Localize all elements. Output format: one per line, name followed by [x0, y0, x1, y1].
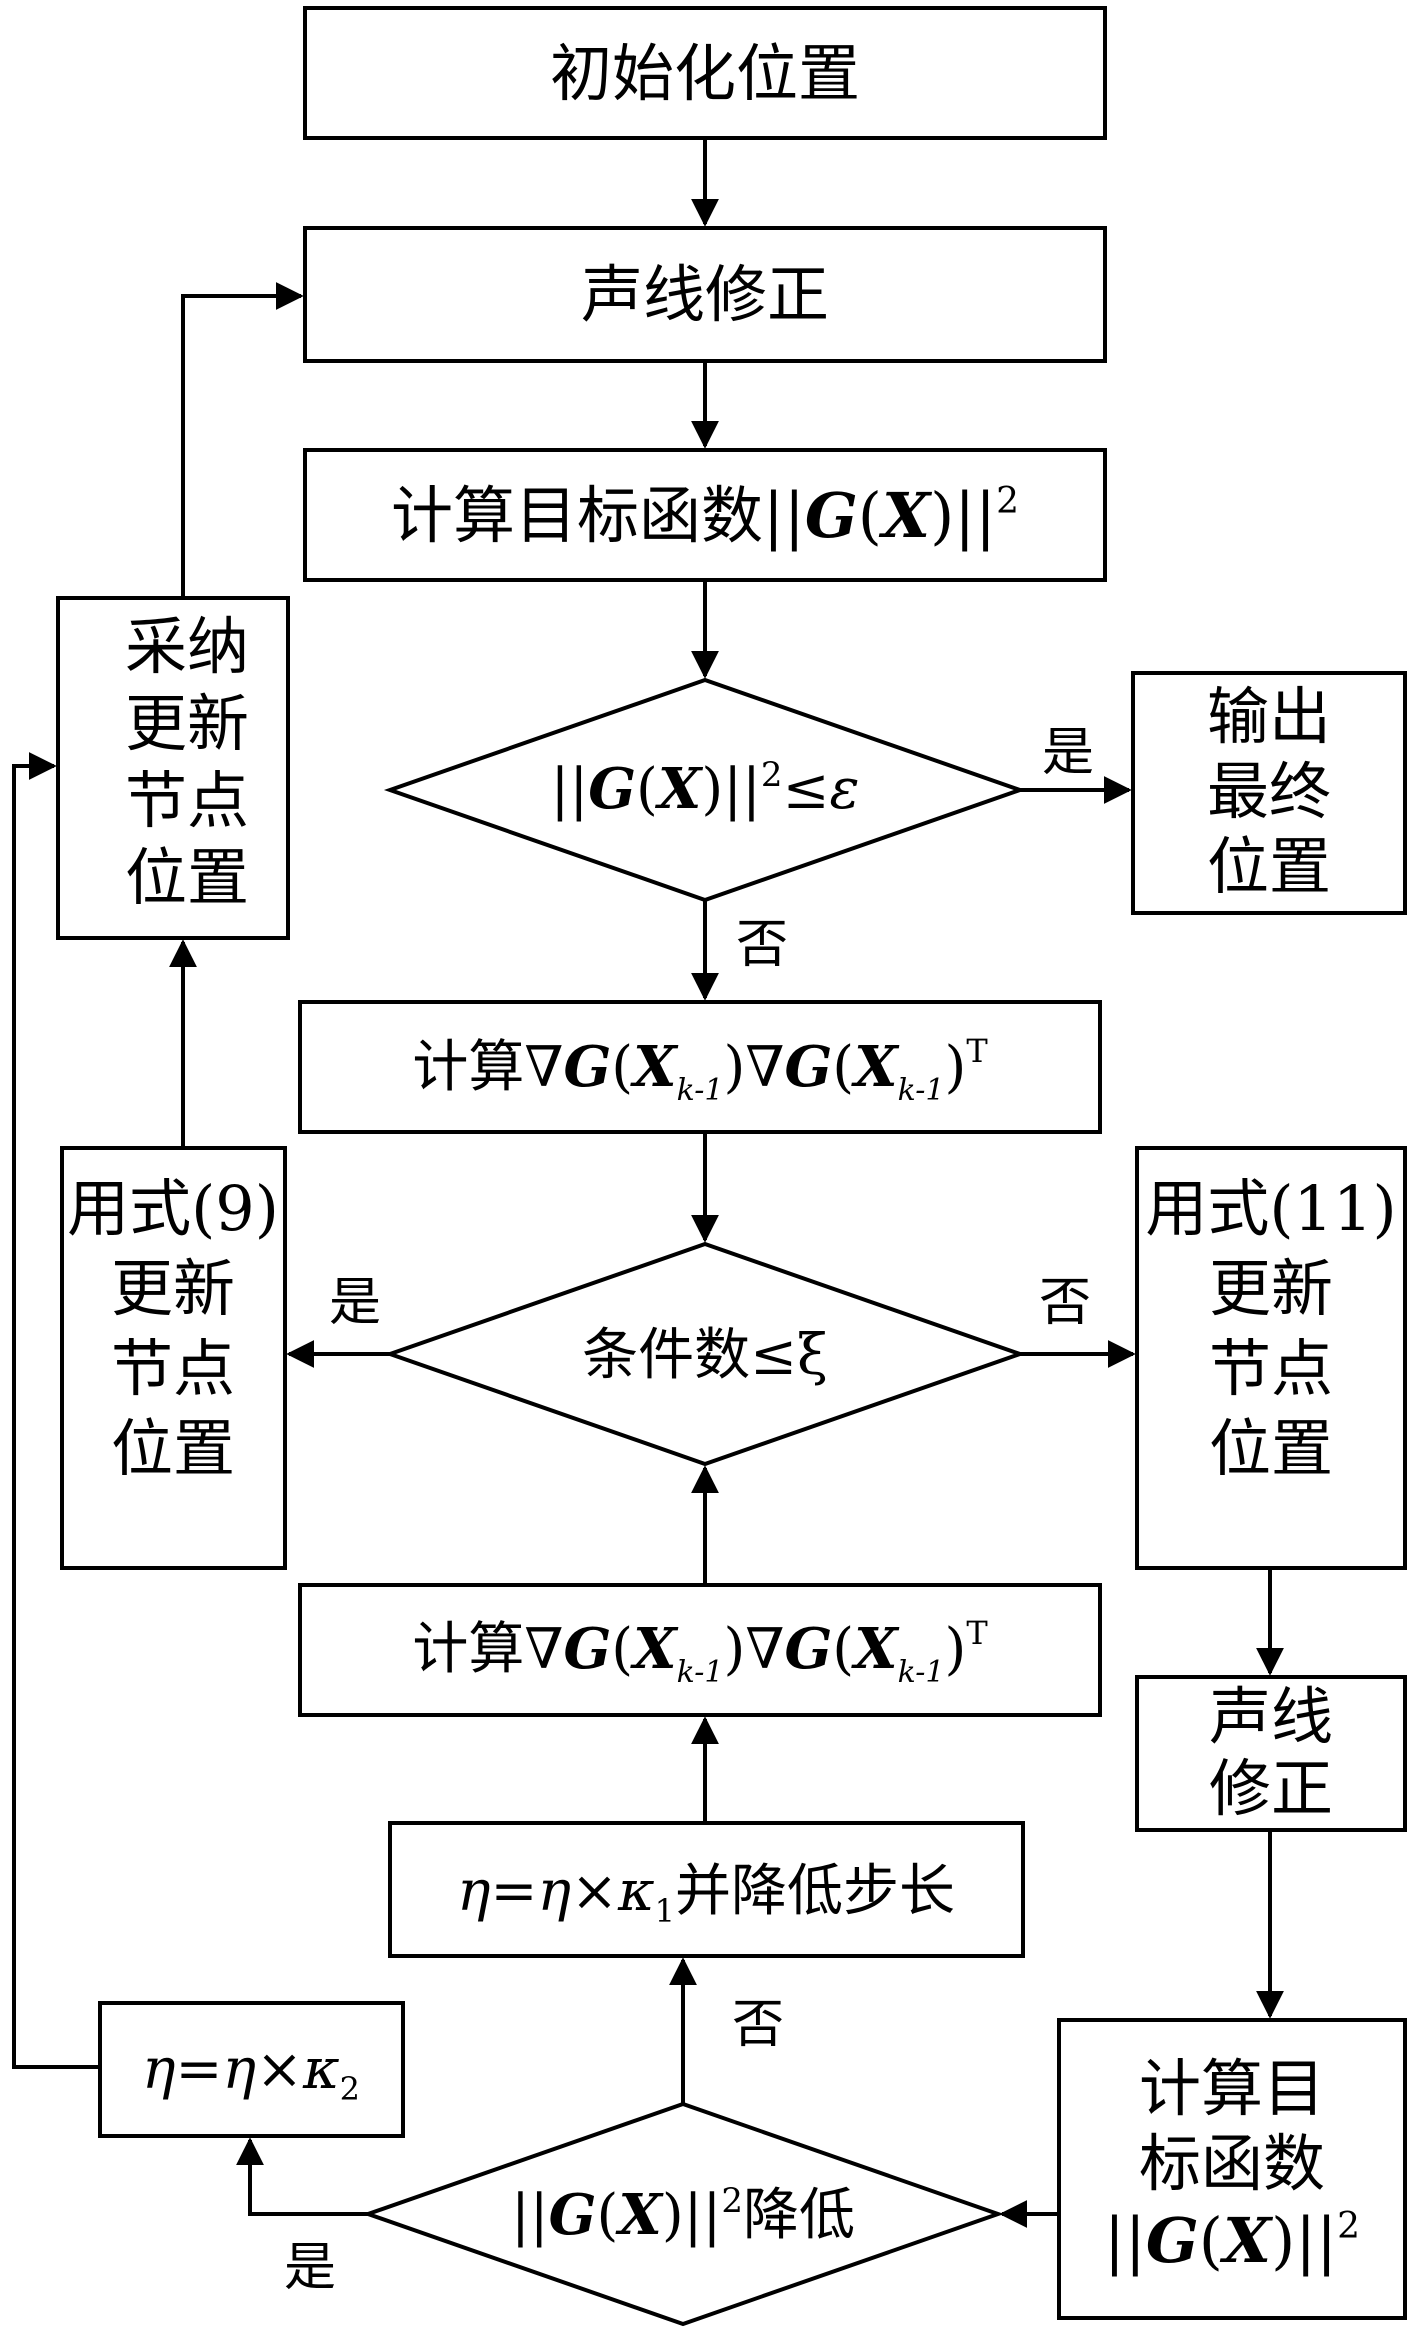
edge-label-yes-check2: 是 [284, 2238, 336, 2298]
ray-correction-label-2b: 修正 [1209, 1752, 1333, 1825]
eq11-box [1135, 1146, 1407, 1570]
objective-box-1 [303, 448, 1107, 582]
objective-label-2a: 计算目 [1139, 2052, 1325, 2125]
eta-kappa2-label: η=η×κ2 [142, 2037, 360, 2108]
check-formula-2: ||G(X)||2降低 [511, 2181, 855, 2248]
gradient-box-1 [298, 1000, 1102, 1134]
gradient-formula-1: 计算∇G(Xk-1)∇G(Xk-1)T [412, 1032, 988, 1108]
output-label-3: 位置 [1207, 830, 1331, 903]
check-decrease-diamond [361, 2101, 1005, 2327]
edge-eta2-to-adopt [12, 752, 100, 2069]
eq11-label-2: 更新 [1209, 1252, 1333, 1325]
ray-correction-box-2 [1135, 1675, 1407, 1832]
objective-label-2b: 标函数 [1139, 2127, 1325, 2200]
output-box [1131, 671, 1407, 915]
eq11-label-1: 用式(11) [1145, 1172, 1396, 1245]
init-label: 初始化位置 [550, 37, 860, 110]
adopt-label-3: 节点 [125, 764, 249, 837]
ray-correction-label-2a: 声线 [1209, 1680, 1333, 1753]
eq11-label-4: 位置 [1209, 1412, 1333, 1485]
condition-label: 条件数≤ξ [582, 1323, 828, 1388]
gradient-box-2 [298, 1583, 1102, 1717]
objective-box-2 [1057, 2018, 1407, 2320]
edge-label-yes-output: 是 [1042, 723, 1094, 783]
objective-formula-2: ||G(X)||2 [1104, 2204, 1360, 2277]
init-box [303, 6, 1107, 140]
edge-check-to-eta2 [236, 2137, 368, 2216]
adopt-label-2: 更新 [125, 687, 249, 760]
eq11-label-3: 节点 [1209, 1332, 1333, 1405]
eq9-label-4: 位置 [111, 1412, 235, 1485]
eta-reduce-step-box [388, 1821, 1025, 1958]
ray-correction-box-1 [303, 226, 1107, 363]
output-label-2: 最终 [1207, 755, 1331, 828]
edge-label-yes-condition: 是 [329, 1273, 381, 1333]
eq9-label-2: 更新 [111, 1252, 235, 1325]
eq9-box [60, 1146, 287, 1570]
output-label-1: 输出 [1207, 680, 1331, 753]
ray-correction-label-1: 声线修正 [581, 258, 829, 331]
adopt-label-1: 采纳 [125, 610, 249, 683]
adopt-label-4: 位置 [125, 841, 249, 914]
eta-reduce-step-label: η=η×κ1并降低步长 [457, 1859, 955, 1930]
edge-label-no-check1: 否 [736, 915, 788, 975]
objective-formula-1: 计算目标函数||G(X)||2 [391, 479, 1019, 552]
edge-adopt-to-ray [181, 282, 304, 598]
gradient-formula-2: 计算∇G(Xk-1)∇G(Xk-1)T [412, 1614, 988, 1690]
edge-label-no-check2: 否 [732, 1995, 784, 2055]
check-formula-1: ||G(X)||2≤ε [550, 755, 859, 822]
eq9-label-1: 用式(9) [67, 1172, 279, 1245]
eta-kappa2-box [98, 2001, 405, 2138]
adopt-box [56, 596, 290, 940]
edge-label-no-condition: 否 [1039, 1273, 1091, 1333]
eq9-label-3: 节点 [111, 1332, 235, 1405]
